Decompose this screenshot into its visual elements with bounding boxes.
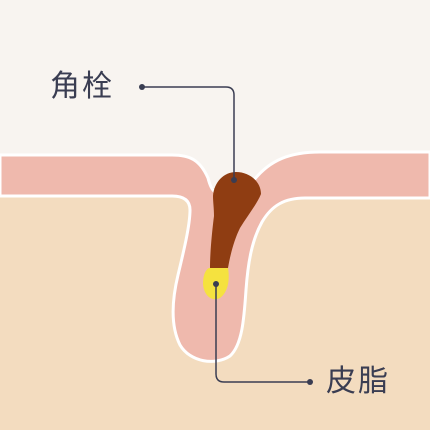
sebum-leader-line (215, 284, 310, 383)
keratin-plug-leader-line (142, 86, 235, 180)
keratin-plug-shape (210, 172, 261, 268)
sebum-label: 皮脂 (326, 364, 390, 399)
sebum-anchor-dot (213, 281, 219, 287)
sebum-leader-dot (307, 379, 313, 385)
keratin-plug-label: 角栓 (50, 69, 114, 104)
keratin-plug-anchor-dot (231, 177, 237, 183)
keratin-plug-leader-dot (139, 84, 145, 90)
